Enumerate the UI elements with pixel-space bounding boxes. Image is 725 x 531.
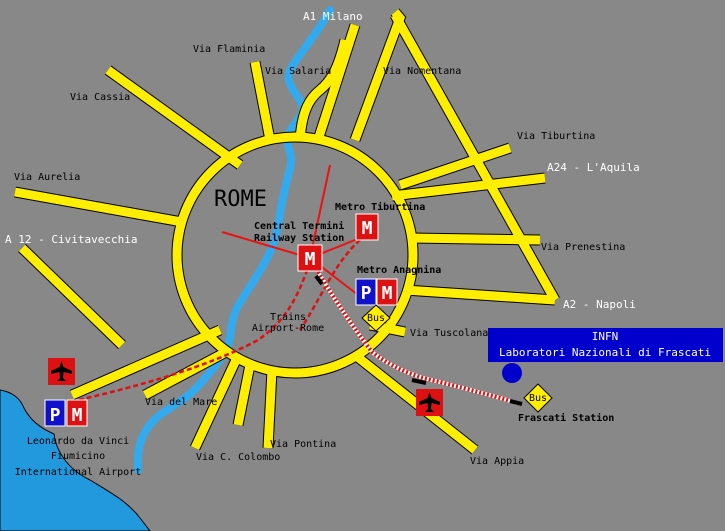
road-nomentana-label: Via Nomentana <box>383 66 461 77</box>
svg-text:M: M <box>382 283 393 304</box>
airplane-icon[interactable] <box>48 358 75 385</box>
roads <box>14 9 559 454</box>
road-tiburtina-label: Via Tiburtina <box>517 131 595 142</box>
infn-subtitle: Laboratori Nazionali di Frascati <box>499 346 711 359</box>
svg-text:M: M <box>72 405 83 426</box>
frascati-station-label: Frascati Station <box>518 412 614 424</box>
road-prenestina-label: Via Prenestina <box>541 242 625 253</box>
metro-anagnina-label: Metro Anagnina <box>357 264 441 276</box>
road-tuscolana-label: Via Tuscolana <box>410 328 488 339</box>
airport-label-1: Leonardo da Vinci <box>27 436 129 447</box>
metro-icon[interactable]: M <box>376 278 398 306</box>
road-colombo-label: Via C. Colombo <box>196 452 280 463</box>
svg-text:Bus: Bus <box>367 313 385 324</box>
highway-a2-label: A2 - Napoli <box>563 298 636 311</box>
svg-text:Bus: Bus <box>529 393 547 404</box>
infn-title: INFN <box>592 330 619 343</box>
parking-icon[interactable]: P <box>355 278 377 306</box>
infn-dot-icon[interactable] <box>502 363 522 383</box>
road-salaria-label: Via Salaria <box>265 66 331 77</box>
frascati-rail <box>314 270 523 406</box>
termini-label-2: Railway Station <box>254 232 344 244</box>
airport-label-2: Fiumicino <box>51 451 105 462</box>
road-appia-label: Via Appia <box>470 456 524 467</box>
metro-icon[interactable]: M <box>355 213 379 241</box>
trains-label-2: Airport-Rome <box>252 323 324 334</box>
highway-a24-label: A24 - L'Aquila <box>547 161 640 174</box>
bus-icon[interactable]: Bus <box>523 383 553 413</box>
metro-tiburtina-label: Metro Tiburtina <box>335 201 425 213</box>
svg-text:P: P <box>50 405 61 426</box>
parking-icon[interactable]: P <box>44 399 66 427</box>
svg-text:M: M <box>362 218 373 239</box>
road-pontina-label: Via Pontina <box>270 439 336 450</box>
airport-label-3: International Airport <box>15 467 141 478</box>
highway-a1-label: A1 Milano <box>303 10 363 23</box>
metro-icon[interactable]: M <box>297 244 323 272</box>
road-aurelia-label: Via Aurelia <box>14 172 80 183</box>
highway-a12-label: A 12 - Civitavecchia <box>5 233 137 246</box>
svg-text:M: M <box>305 249 316 270</box>
tiber-river <box>133 6 334 474</box>
bus-icon[interactable]: Bus <box>361 304 391 332</box>
road-cassia-label: Via Cassia <box>70 92 130 103</box>
city-label: ROME <box>214 187 267 212</box>
termini-label-1: Central Termini <box>254 220 344 232</box>
road-flaminia-label: Via Flaminia <box>193 44 265 55</box>
ring-road <box>172 132 418 378</box>
trains-label-1: Trains <box>270 312 306 323</box>
road-mare-label: Via del Mare <box>145 397 217 408</box>
infn-band <box>488 328 723 362</box>
airport-train-line <box>77 239 361 402</box>
svg-text:P: P <box>361 283 372 304</box>
sea <box>0 389 151 531</box>
airplane-icon[interactable] <box>416 389 443 416</box>
metro-icon[interactable]: M <box>66 399 88 427</box>
